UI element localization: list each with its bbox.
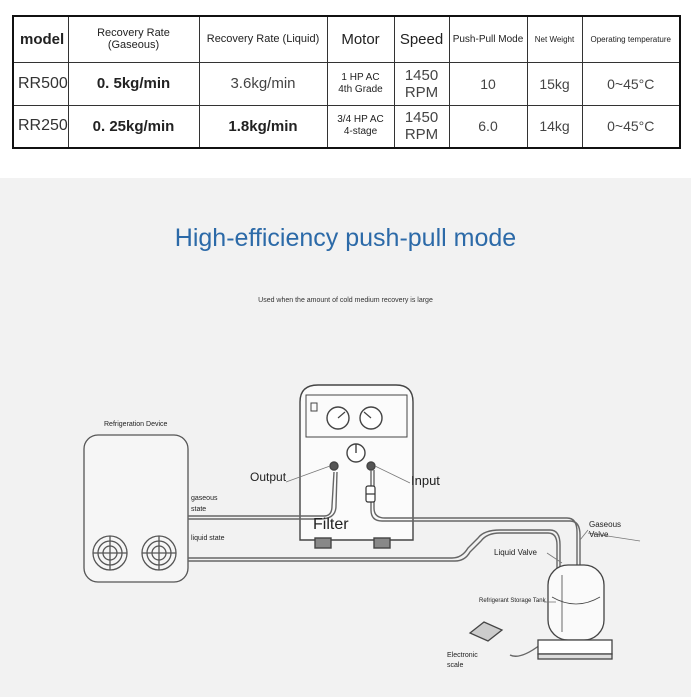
diagram-subtitle: Used when the amount of cold medium reco… (258, 297, 433, 304)
label-liquid-valve: Liquid Valve (494, 548, 537, 557)
header-temp: Operating temperature (581, 15, 681, 63)
cell-rate-liquid: 1.8kg/min (198, 104, 328, 149)
input-port (366, 461, 376, 471)
speed-line-1: 1450 (404, 109, 439, 127)
cell-speed: 1450 RPM (393, 61, 450, 106)
cell-push-pull: 6.0 (448, 104, 528, 149)
label-gaseous-valve-line2: Valve (589, 530, 609, 539)
label-electronic-scale-line1: Electronic (447, 652, 478, 659)
label-refrigeration-device: Refrigeration Device (104, 421, 168, 428)
diagram-title: High-efficiency push-pull mode (174, 224, 517, 252)
speed-line-1: 1450 (404, 66, 439, 84)
cell-model: RR250 (12, 104, 69, 149)
label-storage-tank: Refrigerant Storage Tank (479, 598, 546, 604)
cell-temp: 0~45°C (581, 61, 681, 106)
table-row: RR250 0. 25kg/min 1.8kg/min 3/4 HP AC 4-… (12, 104, 681, 149)
leader-lines (285, 465, 641, 603)
cell-temp: 0~45°C (581, 104, 681, 149)
speed-line-2: RPM (404, 83, 439, 101)
label-input: Input (411, 473, 440, 488)
recovery-machine (299, 384, 414, 549)
label-gaseous-valve: Gaseous Valve (589, 520, 621, 540)
label-gaseous-state-line1: gaseous (191, 495, 218, 502)
table-header-row: model Recovery Rate (Gaseous) Recovery R… (12, 15, 681, 63)
label-liquid-state: liquid state (191, 535, 225, 542)
motor-line-2: 4-stage (343, 126, 378, 138)
table-row: RR500 0. 5kg/min 3.6kg/min 1 HP AC 4th G… (12, 61, 681, 106)
label-output: Output (250, 470, 287, 484)
motor-line-1: 3/4 HP AC (337, 114, 384, 126)
electronic-scale (468, 621, 613, 660)
refrigeration-device (83, 434, 189, 583)
output-port (329, 461, 339, 471)
cell-push-pull: 10 (448, 61, 528, 106)
header-rate-liquid: Recovery Rate (Liquid) (198, 15, 328, 63)
cell-rate-gas: 0. 5kg/min (67, 61, 200, 106)
cell-rate-gas: 0. 25kg/min (67, 104, 200, 149)
motor-line-2: 4th Grade (338, 83, 383, 95)
header-rate-gas: Recovery Rate (Gaseous) (67, 15, 200, 63)
filter (365, 485, 376, 503)
speed-line-2: RPM (404, 126, 439, 144)
label-gaseous-valve-line1: Gaseous (589, 520, 622, 529)
label-gaseous-state-line2: state (191, 506, 207, 513)
header-speed: Speed (393, 15, 450, 63)
label-filter: Filter (313, 516, 349, 533)
cell-motor: 3/4 HP AC 4-stage (326, 104, 395, 149)
hose-lines (188, 470, 581, 657)
header-weight: Net Weight (526, 15, 583, 63)
label-electronic-scale-line2: scale (447, 662, 464, 669)
refrigerant-storage-tank (547, 564, 605, 641)
cell-motor: 1 HP AC 4th Grade (326, 61, 395, 106)
label-electronic-scale: Electronic scale (447, 651, 478, 671)
cell-weight: 14kg (526, 104, 583, 149)
motor-line-1: 1 HP AC (341, 71, 380, 83)
header-push-pull: Push-Pull Mode (448, 15, 528, 63)
spec-table: model Recovery Rate (Gaseous) Recovery R… (12, 15, 681, 149)
